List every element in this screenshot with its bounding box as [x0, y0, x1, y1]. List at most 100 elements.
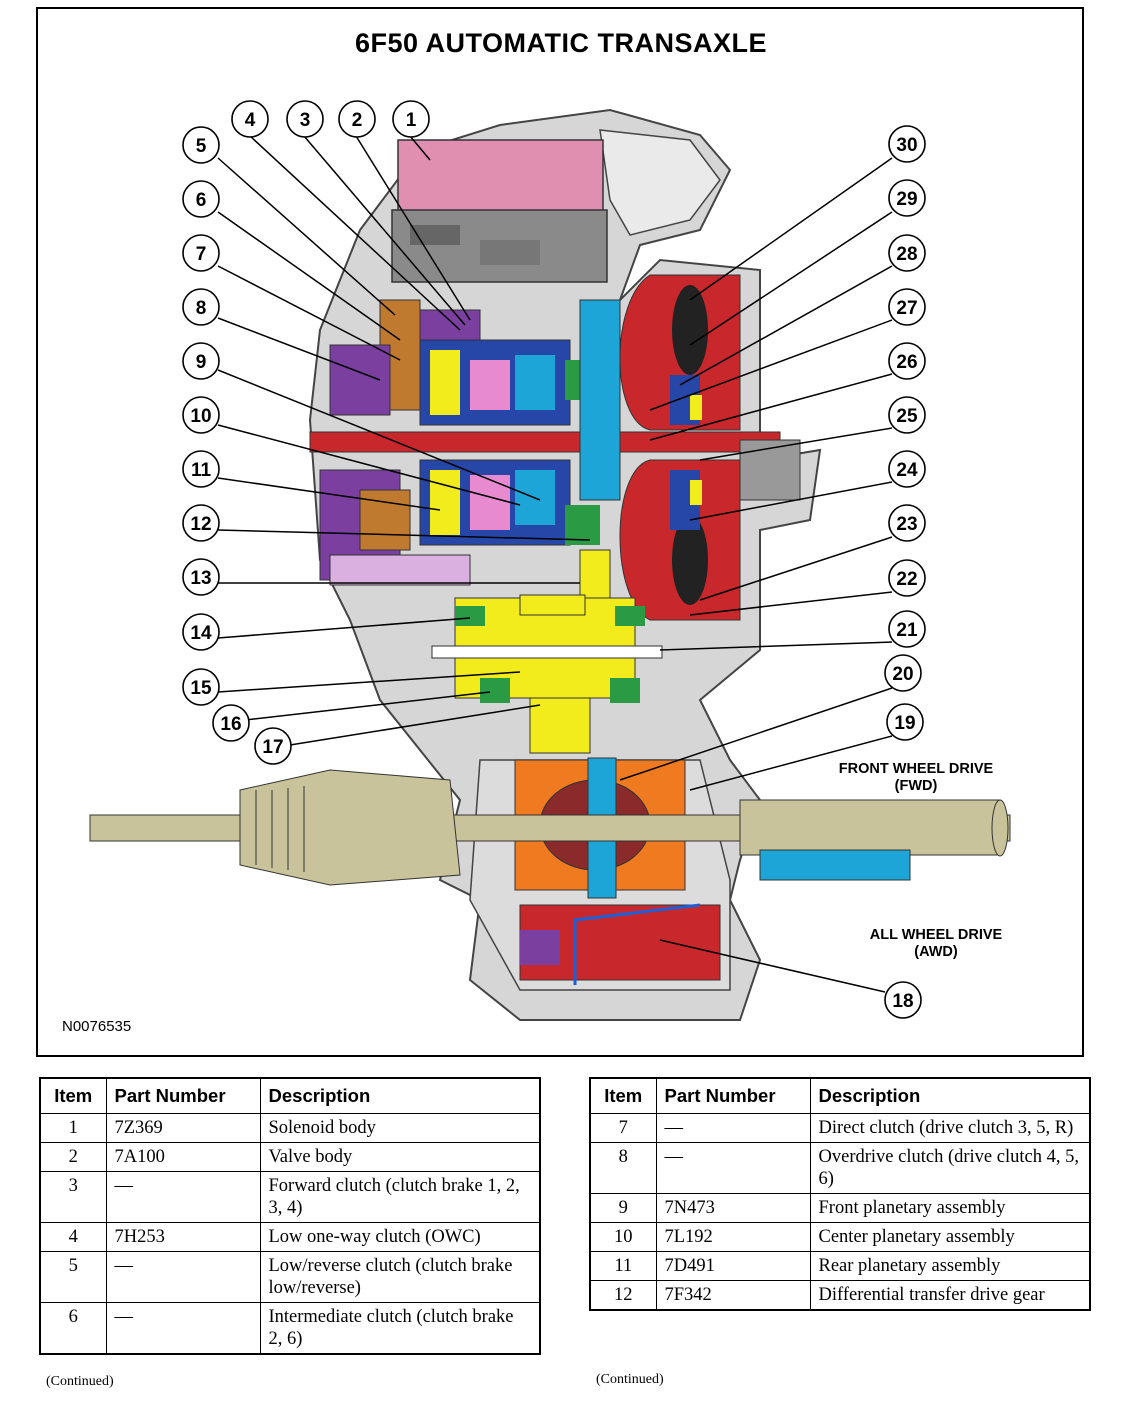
cell-item: 6 — [39, 1302, 107, 1355]
cell-part-number: 7H253 — [105, 1222, 261, 1252]
callout-circle-16 — [212, 704, 250, 742]
cell-item: 1 — [39, 1113, 107, 1143]
callout-circle-22 — [888, 559, 926, 597]
callout-number-2: 2 — [352, 110, 363, 131]
header-part-number: Part Number — [105, 1077, 261, 1114]
callout-number-24: 24 — [896, 460, 918, 481]
callout-circle-17 — [254, 727, 292, 765]
callout-circle-29 — [888, 179, 926, 217]
header-description: Description — [259, 1077, 541, 1114]
callout-number-11: 11 — [191, 460, 212, 481]
callout-leaders — [217, 135, 893, 993]
cell-description: Intermediate clutch (clutch brake 2, 6) — [259, 1302, 541, 1355]
torque-converter — [619, 274, 801, 621]
callout-number-19: 19 — [894, 713, 915, 734]
callout-number-16: 16 — [220, 714, 241, 735]
callout-circle-18 — [884, 981, 922, 1019]
cell-description: Valve body — [259, 1142, 541, 1172]
callout-circle-11 — [182, 450, 220, 488]
callout-number-8: 8 — [196, 298, 207, 319]
cell-description: Solenoid body — [259, 1113, 541, 1143]
cell-item: 8 — [589, 1142, 657, 1194]
callout-circle-1 — [392, 100, 430, 138]
callout-number-15: 15 — [190, 678, 212, 699]
callout-circle-21 — [888, 610, 926, 648]
callout-number-21: 21 — [896, 620, 918, 641]
callout-circle-9 — [182, 342, 220, 380]
callout-number-27: 27 — [896, 298, 917, 319]
callout-circle-24 — [888, 450, 926, 488]
table-header-row: Item Part Number Description — [589, 1077, 1091, 1114]
callout-circle-7 — [182, 234, 220, 272]
cell-part-number: 7L192 — [655, 1222, 811, 1252]
callout-circle-4 — [231, 100, 269, 138]
callout-number-20: 20 — [892, 664, 913, 685]
cell-item: 5 — [39, 1251, 107, 1303]
cell-part-number: 7D491 — [655, 1251, 811, 1281]
diagram-title: 6F50 AUTOMATIC TRANSAXLE — [354, 28, 768, 58]
awd-label-line1: ALL WHEEL DRIVE — [869, 927, 1003, 943]
callout-number-30: 30 — [896, 135, 917, 156]
diagram-frame — [36, 7, 1084, 1057]
callout-circle-14 — [182, 613, 220, 651]
callout-number-7: 7 — [196, 244, 207, 265]
callout-number-1: 1 — [406, 110, 417, 131]
cell-item: 10 — [589, 1222, 657, 1252]
cell-part-number: — — [105, 1171, 261, 1223]
cell-item: 4 — [39, 1222, 107, 1252]
cell-description: Center planetary assembly — [809, 1222, 1091, 1252]
callout-number-25: 25 — [896, 406, 918, 427]
callout-markers: 1234567891011121314151617181920212223242… — [182, 100, 926, 1019]
planetary-gearsets — [419, 339, 600, 546]
callout-number-17: 17 — [262, 737, 283, 758]
parts-table-right: Item Part Number Description 7—Direct cl… — [589, 1077, 1091, 1311]
callout-number-12: 12 — [190, 514, 211, 535]
cell-part-number: 7A100 — [105, 1142, 261, 1172]
callout-number-3: 3 — [300, 110, 311, 131]
callout-circle-5 — [182, 126, 220, 164]
callout-circle-15 — [182, 668, 220, 706]
callout-circle-28 — [888, 234, 926, 272]
header-part-number: Part Number — [655, 1077, 811, 1114]
fwd-label-line2: (FWD) — [894, 778, 938, 794]
header-item: Item — [39, 1077, 107, 1114]
table-header-row: Item Part Number Description — [39, 1077, 541, 1114]
cell-part-number: — — [655, 1113, 811, 1143]
callout-number-5: 5 — [196, 136, 207, 157]
transfer-gears — [431, 549, 663, 754]
callout-number-9: 9 — [196, 352, 207, 373]
callout-number-22: 22 — [896, 569, 917, 590]
callout-number-29: 29 — [896, 189, 917, 210]
callout-circle-23 — [888, 504, 926, 542]
header-item: Item — [589, 1077, 657, 1114]
callout-number-18: 18 — [892, 991, 913, 1012]
cell-part-number: 7Z369 — [105, 1113, 261, 1143]
callout-circle-8 — [182, 288, 220, 326]
table-row: 6—Intermediate clutch (clutch brake 2, 6… — [39, 1302, 541, 1355]
callout-circle-13 — [182, 558, 220, 596]
callout-circle-6 — [182, 180, 220, 218]
cell-part-number: — — [655, 1142, 811, 1194]
callout-number-13: 13 — [190, 568, 211, 589]
callout-number-26: 26 — [896, 352, 917, 373]
header-description: Description — [809, 1077, 1091, 1114]
callout-circle-12 — [182, 504, 220, 542]
callout-circle-25 — [888, 396, 926, 434]
cell-part-number: — — [105, 1302, 261, 1355]
axle-shafts — [89, 769, 1011, 886]
transaxle-cutaway-diagram: 1234567891011121314151617181920212223242… — [89, 100, 1011, 1021]
callout-circle-20 — [884, 654, 922, 692]
cell-description: Differential transfer drive gear — [809, 1280, 1091, 1311]
callout-number-4: 4 — [245, 110, 256, 131]
cell-item: 3 — [39, 1171, 107, 1223]
continued-note-right: (Continued) — [596, 1372, 664, 1387]
callout-number-6: 6 — [196, 190, 207, 211]
table-row: 5—Low/reverse clutch (clutch brake low/r… — [39, 1251, 541, 1303]
table-row: 8—Overdrive clutch (drive clutch 4, 5, 6… — [589, 1142, 1091, 1194]
cell-description: Front planetary assembly — [809, 1193, 1091, 1223]
